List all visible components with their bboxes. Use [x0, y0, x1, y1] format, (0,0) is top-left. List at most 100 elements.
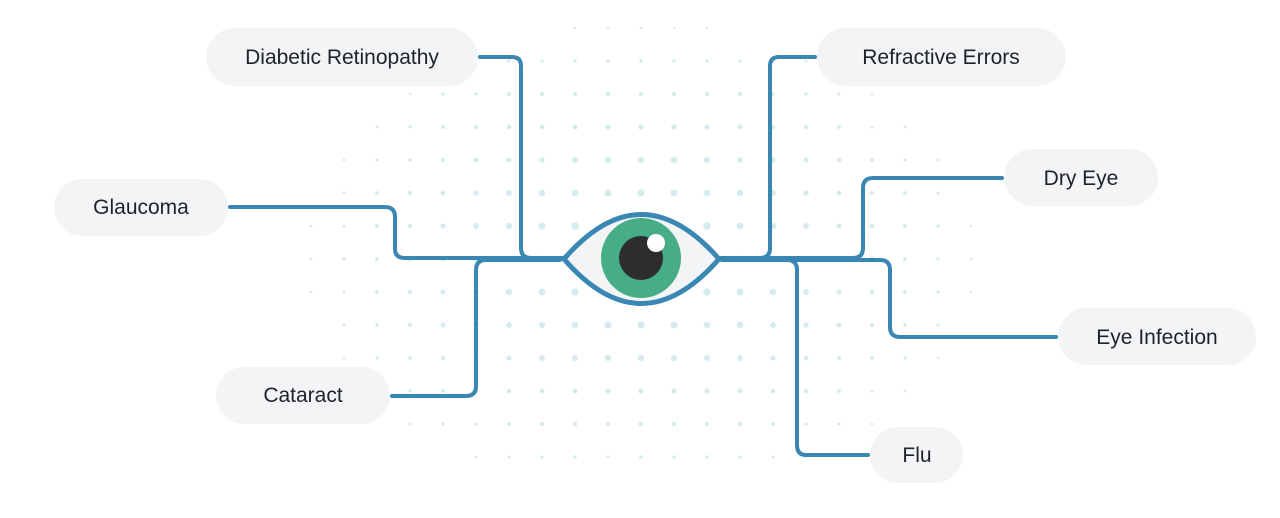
background-dot	[309, 290, 313, 294]
background-dot	[903, 323, 907, 327]
pill-flu[interactable]: Flu	[870, 427, 963, 483]
background-dot	[571, 321, 579, 329]
eye-highlight	[647, 234, 665, 252]
background-dot	[836, 190, 842, 196]
background-dot	[342, 323, 346, 327]
connector-dry-eye	[718, 176, 1004, 260]
background-dot	[903, 224, 907, 228]
background-dot	[604, 189, 612, 197]
background-dot	[738, 59, 742, 63]
background-dot	[606, 59, 610, 63]
label-dry-eye: Dry Eye	[1044, 167, 1119, 190]
background-dot	[638, 388, 644, 394]
background-dot	[803, 322, 809, 328]
background-dot	[705, 455, 709, 459]
background-dot	[903, 290, 907, 294]
background-dot	[803, 355, 809, 361]
background-dot	[903, 125, 907, 129]
background-dot	[538, 321, 546, 329]
background-dot	[737, 157, 743, 163]
background-dot	[506, 157, 512, 163]
background-dot	[637, 354, 645, 362]
background-dot	[670, 156, 678, 164]
background-dot	[342, 356, 346, 360]
background-dot	[704, 355, 710, 361]
background-dot	[571, 189, 579, 197]
background-dot	[407, 190, 413, 196]
background-dot	[704, 124, 710, 130]
background-dot	[969, 224, 973, 228]
background-dot	[407, 322, 413, 328]
background-dot	[736, 288, 744, 296]
pill-refractive-errors[interactable]: Refractive Errors	[817, 28, 1066, 86]
background-dot	[408, 125, 412, 129]
connector-eye-infection	[720, 258, 1058, 339]
background-dot	[605, 388, 611, 394]
background-dot	[375, 125, 379, 129]
background-dot	[769, 288, 777, 296]
background-dot	[836, 355, 842, 361]
background-dot	[440, 289, 446, 295]
background-dot	[441, 422, 445, 426]
pill-cataract[interactable]: Cataract	[216, 367, 390, 424]
background-dot	[375, 191, 379, 195]
background-dot	[736, 222, 744, 230]
background-dot	[705, 59, 709, 63]
background-dot	[604, 354, 612, 362]
background-dot	[505, 288, 513, 296]
background-dot	[375, 290, 379, 294]
background-dot	[605, 124, 611, 130]
background-dot	[637, 189, 645, 197]
background-dot	[837, 92, 841, 96]
background-dot	[408, 158, 412, 162]
background-dot	[440, 322, 446, 328]
background-dot	[969, 257, 973, 261]
background-dot	[705, 26, 709, 30]
background-dot	[539, 388, 545, 394]
pill-dry-eye[interactable]: Dry Eye	[1004, 149, 1158, 206]
background-dot	[474, 422, 478, 426]
background-dot	[572, 91, 578, 97]
background-dot	[803, 190, 809, 196]
background-dot	[869, 223, 875, 229]
background-dot	[638, 124, 644, 130]
background-dot	[671, 124, 677, 130]
background-dot	[375, 158, 379, 162]
background-dot	[473, 223, 479, 229]
pill-eye-infection[interactable]: Eye Infection	[1058, 308, 1256, 365]
background-dot	[738, 455, 742, 459]
background-dot	[803, 289, 809, 295]
background-dot	[505, 222, 513, 230]
background-dot	[703, 189, 711, 197]
background-dot	[737, 355, 743, 361]
background-dot	[803, 124, 809, 130]
background-dot	[936, 224, 940, 228]
pill-diabetic-retinopathy[interactable]: Diabetic Retinopathy	[206, 28, 478, 86]
background-dot	[736, 189, 744, 197]
background-dot	[804, 59, 808, 63]
background-dot	[637, 156, 645, 164]
background-dot	[441, 389, 445, 393]
connector-cataract	[390, 258, 562, 398]
background-dot	[407, 223, 413, 229]
background-dot	[837, 125, 841, 129]
background-dot	[538, 189, 546, 197]
pill-glaucoma[interactable]: Glaucoma	[54, 179, 228, 236]
background-dot	[473, 124, 479, 130]
background-dot	[507, 59, 511, 63]
background-dot	[606, 455, 610, 459]
background-dot	[870, 356, 874, 360]
label-glaucoma: Glaucoma	[93, 196, 189, 219]
background-dot	[870, 422, 874, 426]
background-dot	[571, 156, 579, 164]
background-dot	[903, 389, 907, 393]
background-dot	[342, 257, 346, 261]
background-dot	[441, 125, 445, 129]
background-dot	[309, 257, 313, 261]
label-refractive-errors: Refractive Errors	[862, 46, 1020, 69]
background-dot	[473, 157, 479, 163]
background-dot	[604, 321, 612, 329]
background-dot	[571, 288, 579, 296]
background-dot	[704, 421, 710, 427]
background-dot	[604, 156, 612, 164]
